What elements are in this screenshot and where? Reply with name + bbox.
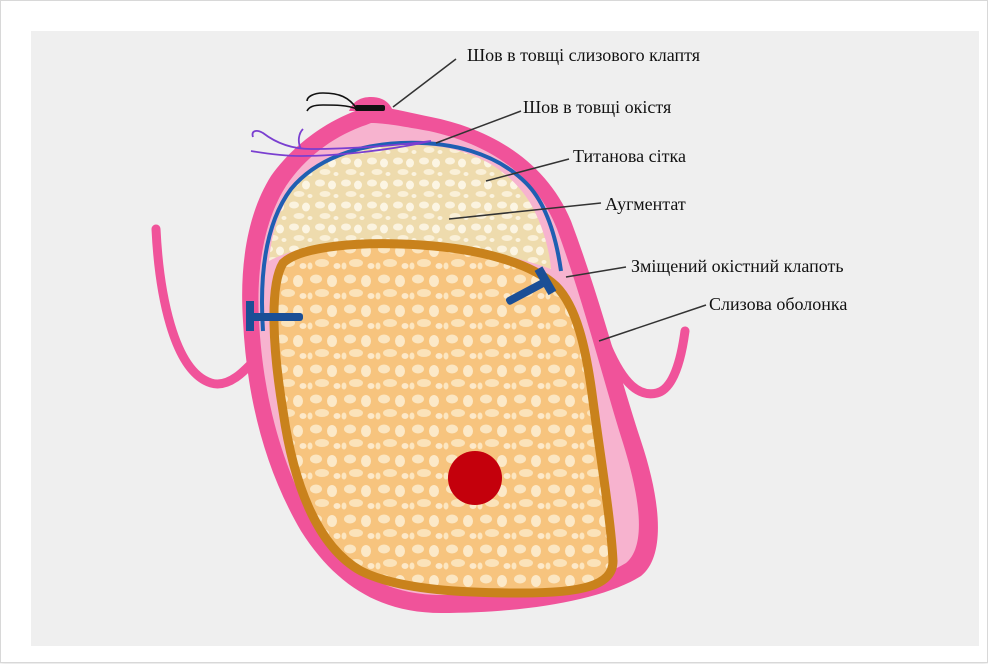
label-mucous-membrane: Слизова оболонка (709, 294, 847, 314)
leader-mucosal-suture (393, 59, 456, 107)
label-mucosal-flap-suture: Шов в товщі слизового клаптя (467, 45, 700, 65)
mandibular-canal (448, 451, 502, 505)
leader-mucous-membrane (599, 305, 706, 341)
label-augmentate: Аугментат (605, 194, 686, 214)
label-displaced-periosteal-flap: Зміщений окістний клапоть (631, 256, 844, 276)
label-titanium-mesh: Титанова сітка (573, 146, 686, 166)
mucosa-suture-knot (355, 105, 385, 111)
mucosal-suture-thread (307, 93, 357, 111)
alveolar-bone (274, 244, 613, 593)
label-periosteum-suture: Шов в товщі окістя (523, 97, 671, 117)
